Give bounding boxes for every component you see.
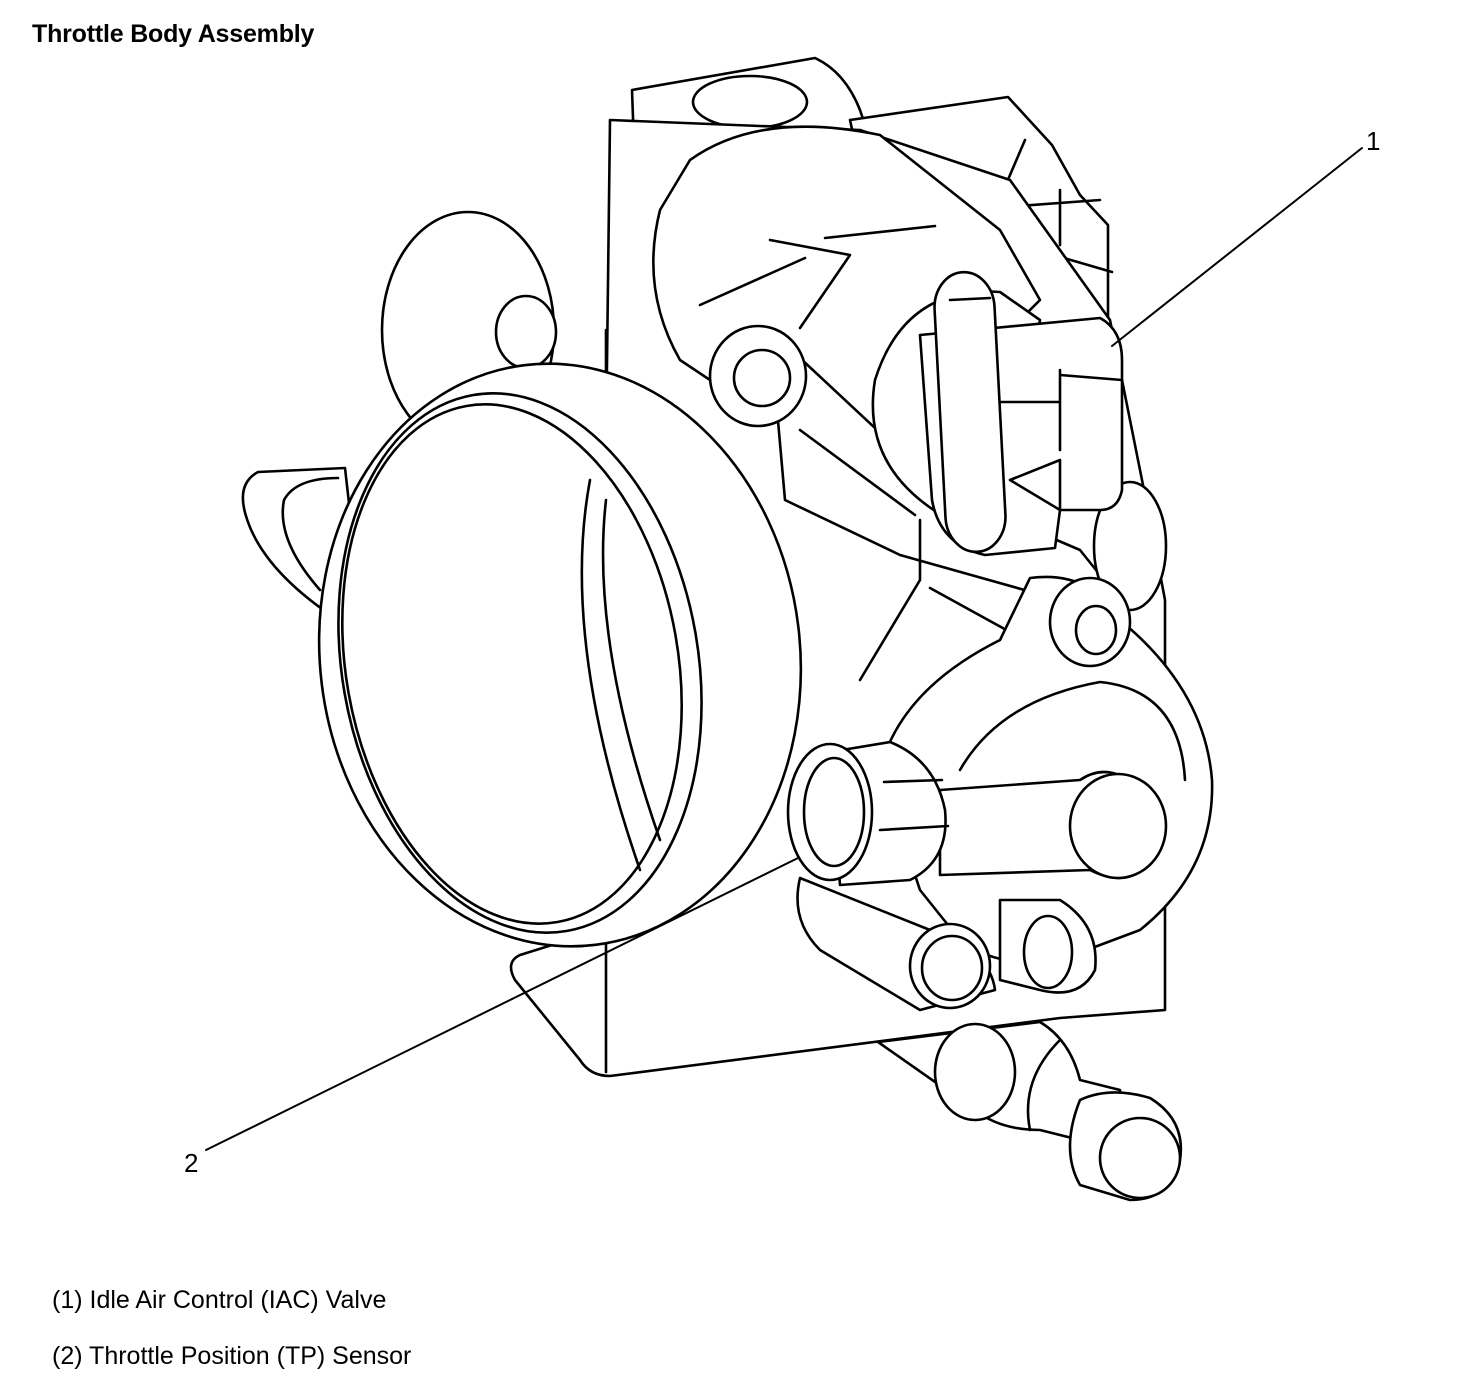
- callout-1-leader: [1111, 147, 1363, 347]
- callout-2-leader: [205, 857, 799, 1151]
- callout-2-number: 2: [184, 1148, 198, 1178]
- callout-1-number: 1: [1366, 126, 1380, 156]
- legend-item-iac-valve: (1) Idle Air Control (IAC) Valve: [52, 1286, 387, 1314]
- callout-legend: (1) Idle Air Control (IAC) Valve (2) Thr…: [52, 1283, 411, 1395]
- diagram-title: Throttle Body Assembly: [32, 20, 315, 48]
- legend-item-tp-sensor: (2) Throttle Position (TP) Sensor: [52, 1342, 412, 1370]
